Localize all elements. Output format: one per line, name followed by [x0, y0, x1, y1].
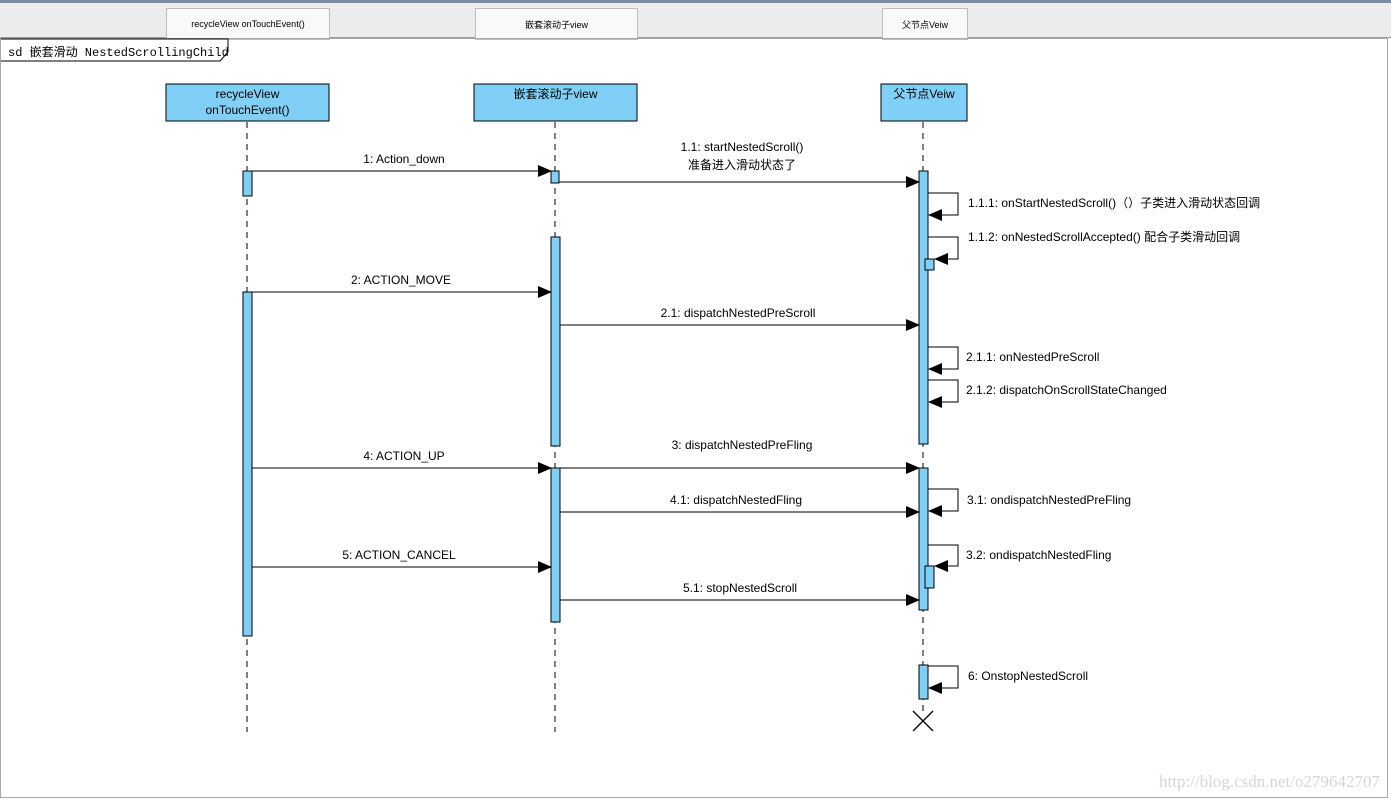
lifeline-title: 嵌套滚动子view — [513, 86, 597, 101]
activation-bar — [550, 467, 561, 623]
activation-bar — [918, 170, 929, 445]
column-header-label: recycleView onTouchEvent() — [191, 19, 305, 29]
activation-bar — [550, 170, 560, 184]
frame-label: sd 嵌套滑动 NestedScrollingChild — [1, 38, 229, 62]
activation-bar — [550, 236, 561, 447]
message-action-cancel[interactable]: 5: ACTION_CANCEL — [252, 548, 552, 573]
message-label: 2.1.1: onNestedPreScroll — [966, 350, 1099, 364]
message-label: 1.1.1: onStartNestedScroll()（）子类进入滑动状态回调 — [968, 196, 1260, 210]
column-header-bar: recycleView onTouchEvent() 嵌套滚动子view 父节点… — [0, 0, 1391, 40]
message-action-down[interactable]: 1: Action_down — [252, 152, 552, 177]
message-dispatch-nested-pre-fling[interactable]: 3: dispatchNestedPreFling — [560, 438, 920, 474]
message-label: 5: ACTION_CANCEL — [342, 548, 456, 562]
destroy-icon — [912, 710, 934, 732]
message-label: 3.2: ondispatchNestedFling — [966, 548, 1111, 562]
message-label-line2: 准备进入滑动状态了 — [688, 158, 796, 172]
message-label: 2.1: dispatchNestedPreScroll — [661, 306, 816, 320]
message-label: 3.1: ondispatchNestedPreFling — [967, 493, 1131, 507]
activation-bar — [924, 565, 935, 589]
watermark-text: http://blog.csdn.net/o279642707 — [1159, 772, 1380, 791]
activation-bar — [918, 467, 929, 611]
lifeline-subtitle: onTouchEvent() — [205, 103, 289, 117]
self-message-dispatch-on-scroll-state-changed[interactable]: 2.1.2: dispatchOnScrollStateChanged — [928, 379, 1167, 408]
message-action-up[interactable]: 4: ACTION_UP — [252, 449, 552, 474]
activation-bar — [242, 170, 253, 197]
self-message-on-nested-scroll-accepted[interactable]: 1.1.2: onNestedScrollAccepted() 配合子类滑动回调 — [928, 229, 1240, 265]
self-message-ondispatch-nested-pre-fling[interactable]: 3.1: ondispatchNestedPreFling — [928, 488, 1131, 517]
lifeline-head-recycleview[interactable]: recycleView onTouchEvent() — [165, 83, 330, 122]
lifeline-head-child-view[interactable]: 嵌套滚动子view — [473, 83, 638, 122]
message-label: 6: OnstopNestedScroll — [968, 669, 1088, 683]
message-label: 4: ACTION_UP — [363, 449, 444, 463]
column-header-label: 父节点Veiw — [901, 19, 948, 30]
column-header-label: 嵌套滚动子view — [524, 19, 588, 30]
self-message-onstop-nested-scroll[interactable]: 6: OnstopNestedScroll — [928, 665, 1088, 694]
message-label: 1.1: startNestedScroll() — [681, 140, 804, 154]
message-label: 2: ACTION_MOVE — [351, 273, 451, 287]
column-header-parent-view[interactable]: 父节点Veiw — [882, 8, 968, 40]
self-message-on-nested-pre-scroll[interactable]: 2.1.1: onNestedPreScroll — [928, 346, 1099, 375]
message-start-nested-scroll[interactable]: 1.1: startNestedScroll() 准备进入滑动状态了 — [559, 140, 920, 188]
column-header-child-view[interactable]: 嵌套滚动子view — [475, 8, 638, 40]
message-dispatch-nested-fling[interactable]: 4.1: dispatchNestedFling — [560, 493, 920, 518]
message-stop-nested-scroll[interactable]: 5.1: stopNestedScroll — [560, 581, 920, 606]
message-label: 2.1.2: dispatchOnScrollStateChanged — [966, 383, 1167, 397]
message-action-move[interactable]: 2: ACTION_MOVE — [252, 273, 552, 298]
lifeline-head-parent-view[interactable]: 父节点Veiw — [880, 83, 968, 122]
sequence-frame — [0, 38, 1388, 798]
frame-label-text: sd 嵌套滑动 NestedScrollingChild — [8, 45, 229, 60]
lifeline-title: 父节点Veiw — [893, 87, 955, 101]
message-label: 3: dispatchNestedPreFling — [672, 438, 813, 452]
activation-bar — [242, 291, 253, 637]
self-message-ondispatch-nested-fling[interactable]: 3.2: ondispatchNestedFling — [928, 544, 1111, 572]
activation-bar — [924, 258, 935, 271]
lifeline-title: recycleView — [216, 87, 280, 101]
self-message-on-start-nested-scroll[interactable]: 1.1.1: onStartNestedScroll()（）子类进入滑动状态回调 — [928, 192, 1260, 221]
message-label: 5.1: stopNestedScroll — [683, 581, 797, 595]
column-header-recycleview[interactable]: recycleView onTouchEvent() — [166, 8, 330, 40]
message-label: 1: Action_down — [363, 152, 444, 166]
message-label: 4.1: dispatchNestedFling — [670, 493, 802, 507]
activation-bar — [918, 664, 929, 700]
message-label: 1.1.2: onNestedScrollAccepted() 配合子类滑动回调 — [968, 229, 1240, 244]
message-dispatch-nested-pre-scroll[interactable]: 2.1: dispatchNestedPreScroll — [560, 306, 920, 331]
